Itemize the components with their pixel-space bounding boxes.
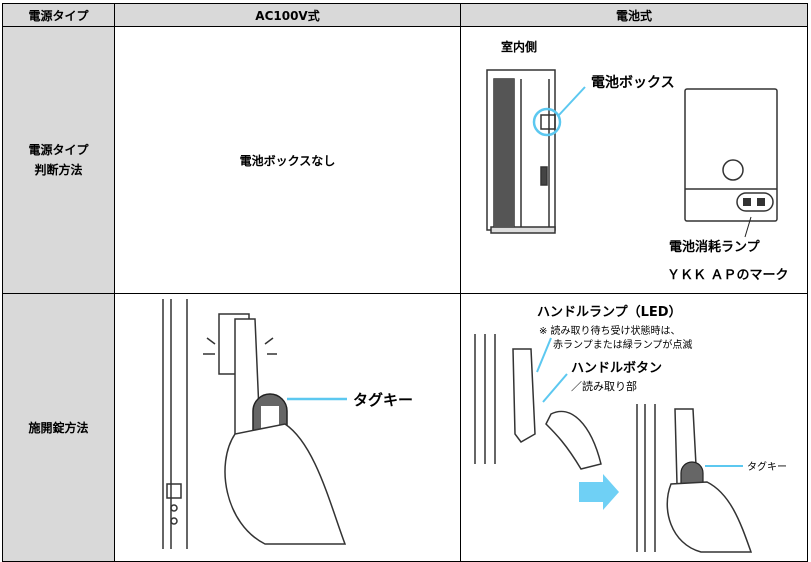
hand-drawing <box>224 423 347 545</box>
handle-lamp-note-2: 赤ランプまたは緑ランプが点滅 <box>553 338 692 351</box>
battery-locking-cell: ハンドルランプ（LED） ※ 読み取り待ち受け状態時は、 赤ランプまたは緑ランプ… <box>460 293 808 562</box>
pointing-hand-drawing <box>545 410 602 470</box>
indoor-side-label: 室内側 <box>501 39 537 54</box>
row-label-line-1: 施開錠方法 <box>28 420 89 435</box>
table-row-judgement: 電源タイプ 判断方法 電池ボックスなし 室内側 <box>2 26 808 294</box>
battery-box-callout-line <box>558 86 586 116</box>
battery-box-callout-circle <box>532 107 562 137</box>
handle-lamp-note-1: ※ 読み取り待ち受け状態時は、 <box>539 324 681 337</box>
row-label-locking: 施開錠方法 <box>2 293 115 562</box>
battery-judgement-cell: 室内側 電池ボックス <box>460 26 808 294</box>
handle-button-label: ハンドルボタン <box>571 360 662 376</box>
table-row-locking: 施開錠方法 <box>2 293 808 562</box>
battery-locking-illustration: ハンドルランプ（LED） ※ 読み取り待ち受け状態時は、 赤ランプまたは緑ランプ… <box>474 304 787 553</box>
door-frame-drawing <box>162 299 188 549</box>
reader-label: ／読み取り部 <box>571 379 637 393</box>
battery-judgement-illustration: 室内側 電池ボックス <box>486 39 789 283</box>
ac-judgement-cell: 電池ボックスなし <box>114 26 461 294</box>
step-arrow-icon <box>579 474 619 510</box>
handle-lamp-title: ハンドルランプ（LED） <box>537 304 682 320</box>
header-battery: 電池式 <box>460 3 808 27</box>
tag-key-label: タグキー <box>353 391 413 409</box>
power-type-table: 電源タイプ AC100V式 電池式 電源タイプ 判断方法 電池ボックスなし 室内… <box>2 3 808 562</box>
button-callout-line <box>542 373 568 403</box>
door-panel-shade <box>494 79 514 227</box>
header-row: 電源タイプ AC100V式 電池式 <box>2 3 808 27</box>
row-label-judgement: 電源タイプ 判断方法 <box>2 26 115 294</box>
ac-locking-cell: タグキー <box>114 293 461 562</box>
battery-lamp-label: 電池消耗ランプ <box>669 239 761 255</box>
ykk-ap-mark-label: ＹＫＫ ＡＰのマーク <box>667 268 789 283</box>
row-label-line-2: 判断方法 <box>34 163 83 177</box>
header-power-type: 電源タイプ <box>2 3 115 27</box>
battery-box-label: 電池ボックス <box>591 74 675 91</box>
lamp-leader-line <box>744 216 752 238</box>
battery-box-drawing <box>684 88 778 222</box>
left-door-drawing <box>474 334 536 464</box>
header-ac100v: AC100V式 <box>114 3 461 27</box>
lamp-callout-line <box>536 337 552 373</box>
small-hand-drawing <box>666 481 753 553</box>
ac-locking-illustration: タグキー <box>162 299 413 549</box>
small-tag-key-label: タグキー <box>747 460 787 473</box>
row-label-line-1: 電源タイプ <box>28 143 89 157</box>
battery-lamp-icon <box>757 198 765 206</box>
no-battery-box-text: 電池ボックスなし <box>239 153 336 168</box>
ykk-mark-icon <box>743 198 751 206</box>
